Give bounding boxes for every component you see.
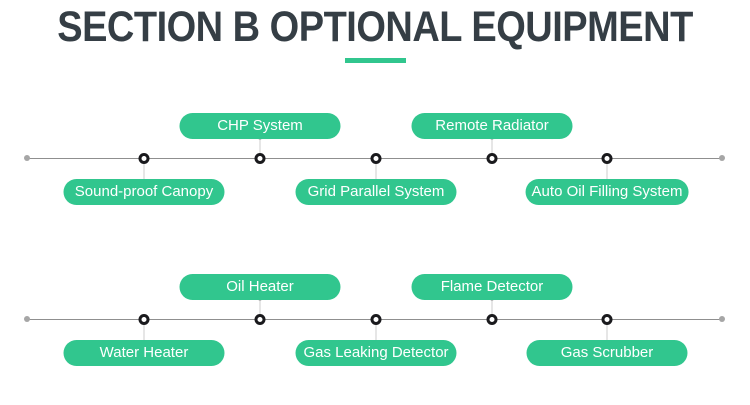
timeline-endpoint-dot-left <box>24 316 30 322</box>
equipment-pill-chp-system: CHP System <box>179 113 341 139</box>
timeline-node <box>370 313 382 325</box>
equipment-pill-gas-scrubber: Gas Scrubber <box>526 340 688 366</box>
title-underline-bar <box>345 58 406 63</box>
equipment-pill-remote-radiator: Remote Radiator <box>411 113 573 139</box>
page-title: SECTION B OPTIONAL EQUIPMENT <box>57 4 693 52</box>
equipment-pill-oil-heater: Oil Heater <box>179 274 341 300</box>
equipment-pill-flame-detector: Flame Detector <box>411 274 573 300</box>
timeline-node <box>254 313 266 325</box>
timeline-node <box>138 152 150 164</box>
equipment-pill-auto-oil-filling-system: Auto Oil Filling System <box>525 179 689 205</box>
timeline-endpoint-dot-right <box>719 155 725 161</box>
timeline-node <box>486 152 498 164</box>
equipment-timeline-row-2: Oil Heater Flame Detector Water Heater G… <box>0 274 750 366</box>
equipment-pill-water-heater: Water Heater <box>63 340 225 366</box>
timeline-node <box>138 313 150 325</box>
timeline-endpoint-dot-right <box>719 316 725 322</box>
timeline-node <box>601 313 613 325</box>
equipment-pill-grid-parallel-system: Grid Parallel System <box>295 179 457 205</box>
timeline-node <box>601 152 613 164</box>
equipment-pill-sound-proof-canopy: Sound-proof Canopy <box>63 179 225 205</box>
timeline-endpoint-dot-left <box>24 155 30 161</box>
equipment-timeline-row-1: CHP System Remote Radiator Sound-proof C… <box>0 113 750 205</box>
timeline-node <box>370 152 382 164</box>
equipment-pill-gas-leaking-detector: Gas Leaking Detector <box>295 340 457 366</box>
timeline-node <box>254 152 266 164</box>
timeline-node <box>486 313 498 325</box>
